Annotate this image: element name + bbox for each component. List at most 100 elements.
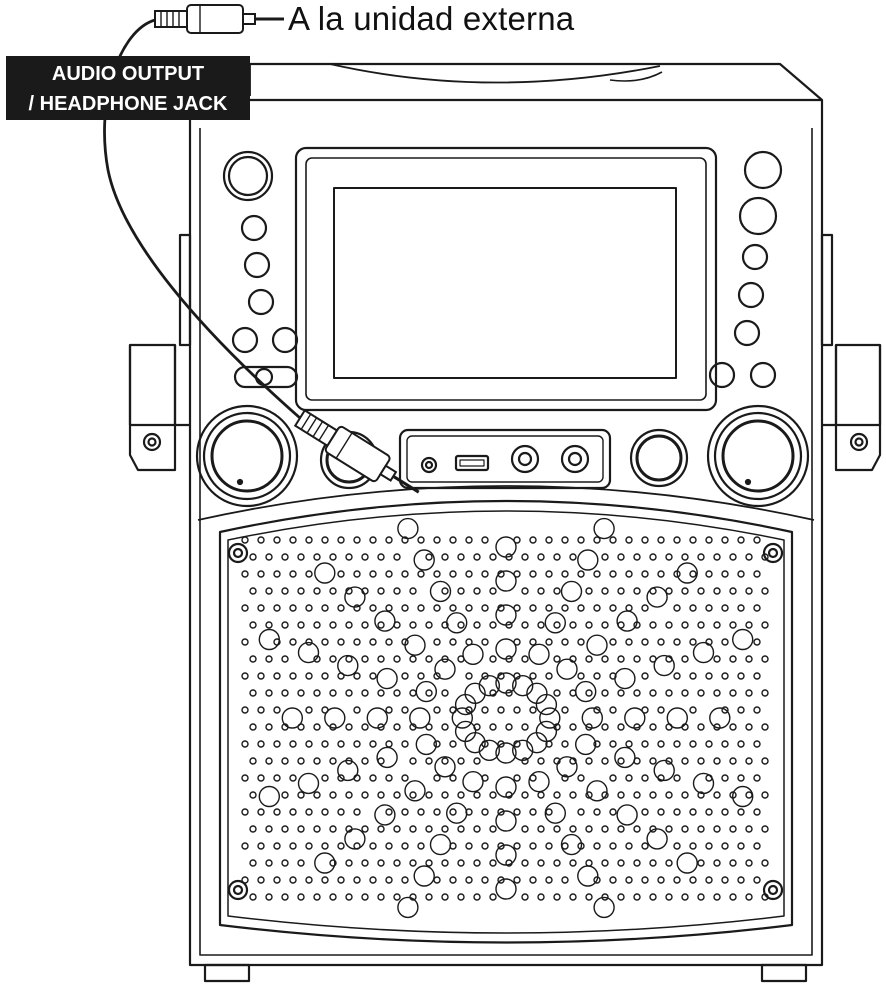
grille-hole-small — [625, 740, 633, 748]
grille-hole-small — [697, 621, 705, 629]
volume-knob-icon — [629, 428, 689, 488]
grille-hole-small — [257, 706, 265, 714]
grille-hole-small — [281, 791, 289, 799]
grille-hole-small — [433, 876, 441, 884]
grille-hole-large — [374, 610, 396, 632]
grille-hole-small — [585, 893, 593, 901]
grille-hole-small — [561, 536, 569, 544]
grille-hole-small — [697, 825, 705, 833]
grille-hole-small — [729, 757, 737, 765]
grille-hole-small — [569, 723, 577, 731]
grille-hole-small — [601, 587, 609, 595]
grille-hole-small — [345, 655, 353, 663]
input-output-panel — [398, 428, 612, 490]
grille-hole-small — [689, 842, 697, 850]
grille-hole-small — [377, 791, 385, 799]
grille-hole-large — [297, 641, 320, 664]
grille-hole-large — [653, 654, 675, 677]
grille-hole-small — [569, 757, 577, 765]
grille-hole-small — [449, 570, 457, 578]
grille-hole-small — [633, 893, 641, 901]
grille-hole-small — [553, 587, 561, 595]
grille-hole-small — [505, 689, 513, 697]
grille-hole-small — [697, 757, 705, 765]
grille-hole-small — [529, 638, 537, 646]
grille-hole-small — [401, 604, 409, 612]
grille-hole-large — [560, 580, 583, 603]
grille-hole-small — [249, 587, 257, 595]
grille-hole-small — [721, 672, 729, 680]
grille-hole-small — [681, 791, 689, 799]
grille-hole-small — [537, 587, 545, 595]
grille-hole-small — [497, 604, 505, 612]
grille-hole-small — [425, 791, 433, 799]
grille-hole-large — [413, 865, 435, 887]
grille-hole-small — [665, 859, 673, 867]
grille-hole-small — [761, 859, 769, 867]
foot-left — [203, 963, 251, 983]
grille-hole-small — [385, 570, 393, 578]
grille-hole-small — [681, 587, 689, 595]
grille-hole-small — [329, 723, 337, 731]
grille-hole-small — [305, 808, 313, 816]
grille-hole-small — [345, 757, 353, 765]
grille-hole-small — [441, 723, 449, 731]
grille-hole-small — [409, 689, 417, 697]
grille-hole-small — [297, 621, 305, 629]
grille-hole-small — [569, 791, 577, 799]
grille-hole-small — [457, 655, 465, 663]
grille-hole-small — [673, 638, 681, 646]
grille-hole-small — [745, 825, 753, 833]
grille-hole-small — [385, 774, 393, 782]
grille-hole-small — [625, 604, 633, 612]
grille-hole-small — [745, 655, 753, 663]
grille-hole-small — [761, 621, 769, 629]
grille-hole-small — [449, 842, 457, 850]
volume-knob-icon — [706, 404, 810, 508]
grille-hole-small — [249, 825, 257, 833]
grille-hole-small — [249, 757, 257, 765]
grille-hole-small — [273, 570, 281, 578]
grille-hole-small — [625, 876, 633, 884]
grille-hole-small — [705, 740, 713, 748]
grille-hole-small — [617, 859, 625, 867]
grille-hole-small — [721, 604, 729, 612]
grille-hole-small — [297, 689, 305, 697]
grille-hole-small — [585, 791, 593, 799]
grille-hole-small — [393, 825, 401, 833]
grille-hole-small — [745, 723, 753, 731]
grille-hole-small — [529, 672, 537, 680]
grille-hole-small — [761, 825, 769, 833]
grille-hole-large — [646, 586, 668, 608]
grille-hole-small — [385, 808, 393, 816]
grille-hole-small — [369, 774, 377, 782]
grille-hole-small — [753, 706, 761, 714]
grille-hole-small — [633, 825, 641, 833]
grille-hole-small — [753, 570, 761, 578]
grille-hole-small — [585, 621, 593, 629]
grille-hole-small — [697, 791, 705, 799]
grille-hole-small — [489, 893, 497, 901]
grille-hole-large — [560, 833, 583, 856]
grille-hole-small — [673, 876, 681, 884]
lcd-screen — [333, 187, 677, 379]
grille-hole-small — [465, 536, 473, 544]
grille-hole-small — [641, 706, 649, 714]
grille-hole-small — [337, 842, 345, 850]
grille-hole-small — [345, 689, 353, 697]
grille-hole-small — [713, 553, 721, 561]
grille-hole-small — [409, 655, 417, 663]
grille-hole-small — [473, 553, 481, 561]
grille-hole-small — [665, 893, 673, 901]
grille-hole-large — [434, 756, 456, 778]
grille-hole-small — [441, 757, 449, 765]
grille-hole-small — [433, 774, 441, 782]
grille-hole-small — [529, 706, 537, 714]
grille-hole-small — [401, 672, 409, 680]
grille-hole-small — [265, 859, 273, 867]
grille-hole-small — [289, 570, 297, 578]
grille-hole-small — [521, 859, 529, 867]
grille-hole-small — [329, 859, 337, 867]
grille-hole-small — [289, 740, 297, 748]
grille-hole-small — [521, 825, 529, 833]
